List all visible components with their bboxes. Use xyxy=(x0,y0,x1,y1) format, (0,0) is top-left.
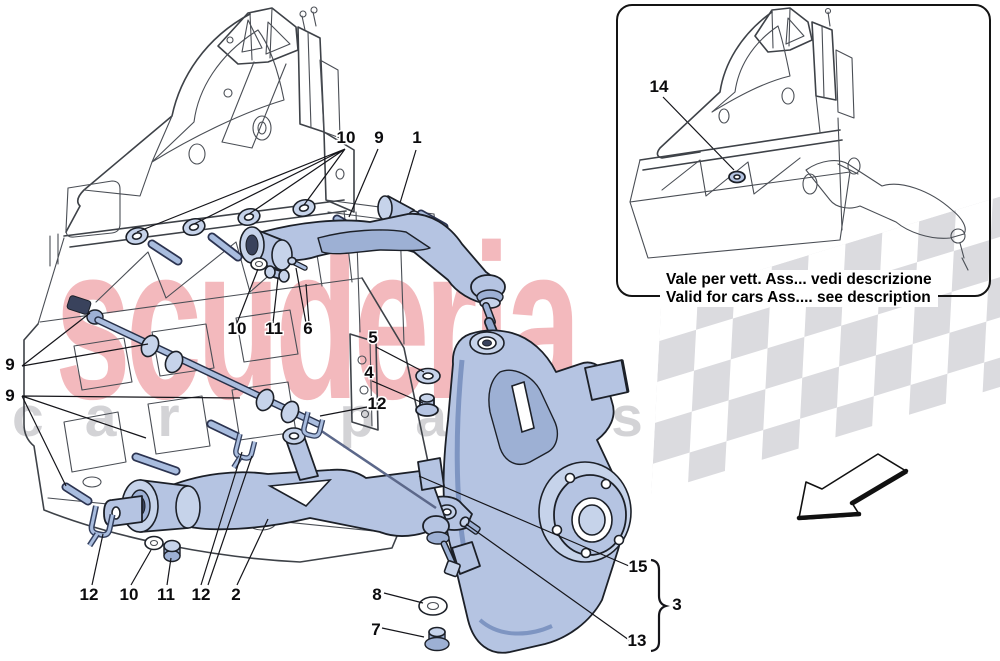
fork-clips xyxy=(87,411,326,548)
lower-wishbone xyxy=(103,427,461,578)
callout-13: 13 xyxy=(628,631,647,650)
callout-3: 3 xyxy=(672,595,681,614)
fasteners-5-4 xyxy=(415,367,441,417)
callout-2: 2 xyxy=(231,585,240,604)
callout-12-bottom-2: 12 xyxy=(192,585,211,604)
bottom-fasteners xyxy=(144,535,450,652)
callout-9-left-lower: 9 xyxy=(5,386,14,405)
callout-11-bottom: 11 xyxy=(157,585,175,604)
variant-inset-box: Vale per vett. Ass... vedi descrizione V… xyxy=(616,4,991,307)
callout-8: 8 xyxy=(372,585,381,604)
callout-15: 15 xyxy=(629,557,648,576)
callout-10-bottom: 10 xyxy=(120,585,139,604)
variant-note-line-english: Valid for cars Ass.... see description xyxy=(666,288,931,306)
anti-roll-bar xyxy=(66,295,322,428)
upper-wishbone xyxy=(239,195,506,337)
callout-1: 1 xyxy=(412,128,421,147)
callout-10-mid: 10 xyxy=(228,319,247,338)
direction-arrow-icon xyxy=(796,453,909,521)
variant-note: Vale per vett. Ass... vedi descrizione V… xyxy=(660,270,938,307)
hub-carrier-knuckle xyxy=(427,329,632,654)
callout-14: 14 xyxy=(650,77,669,96)
callout-10-top: 10 xyxy=(337,128,356,147)
chassis-washers xyxy=(125,198,316,246)
variant-note-line-italian: Vale per vett. Ass... vedi descrizione xyxy=(666,271,932,288)
chassis-frame xyxy=(23,6,439,563)
callout-6: 6 xyxy=(303,319,312,338)
callout-7: 7 xyxy=(371,620,380,639)
callout-12-bottom-1: 12 xyxy=(80,585,99,604)
callout-5: 5 xyxy=(368,328,377,347)
callout-labels: 10 9 1 9 9 10 11 6 5 4 12 12 10 11 12 2 … xyxy=(4,76,683,652)
callout-9-top: 9 xyxy=(374,128,383,147)
inset-drawing xyxy=(629,7,969,271)
callout-4: 4 xyxy=(364,363,374,382)
callout-12-mid: 12 xyxy=(368,394,387,413)
callout-9-left-upper: 9 xyxy=(5,355,14,374)
callout-11-mid: 11 xyxy=(265,319,283,338)
